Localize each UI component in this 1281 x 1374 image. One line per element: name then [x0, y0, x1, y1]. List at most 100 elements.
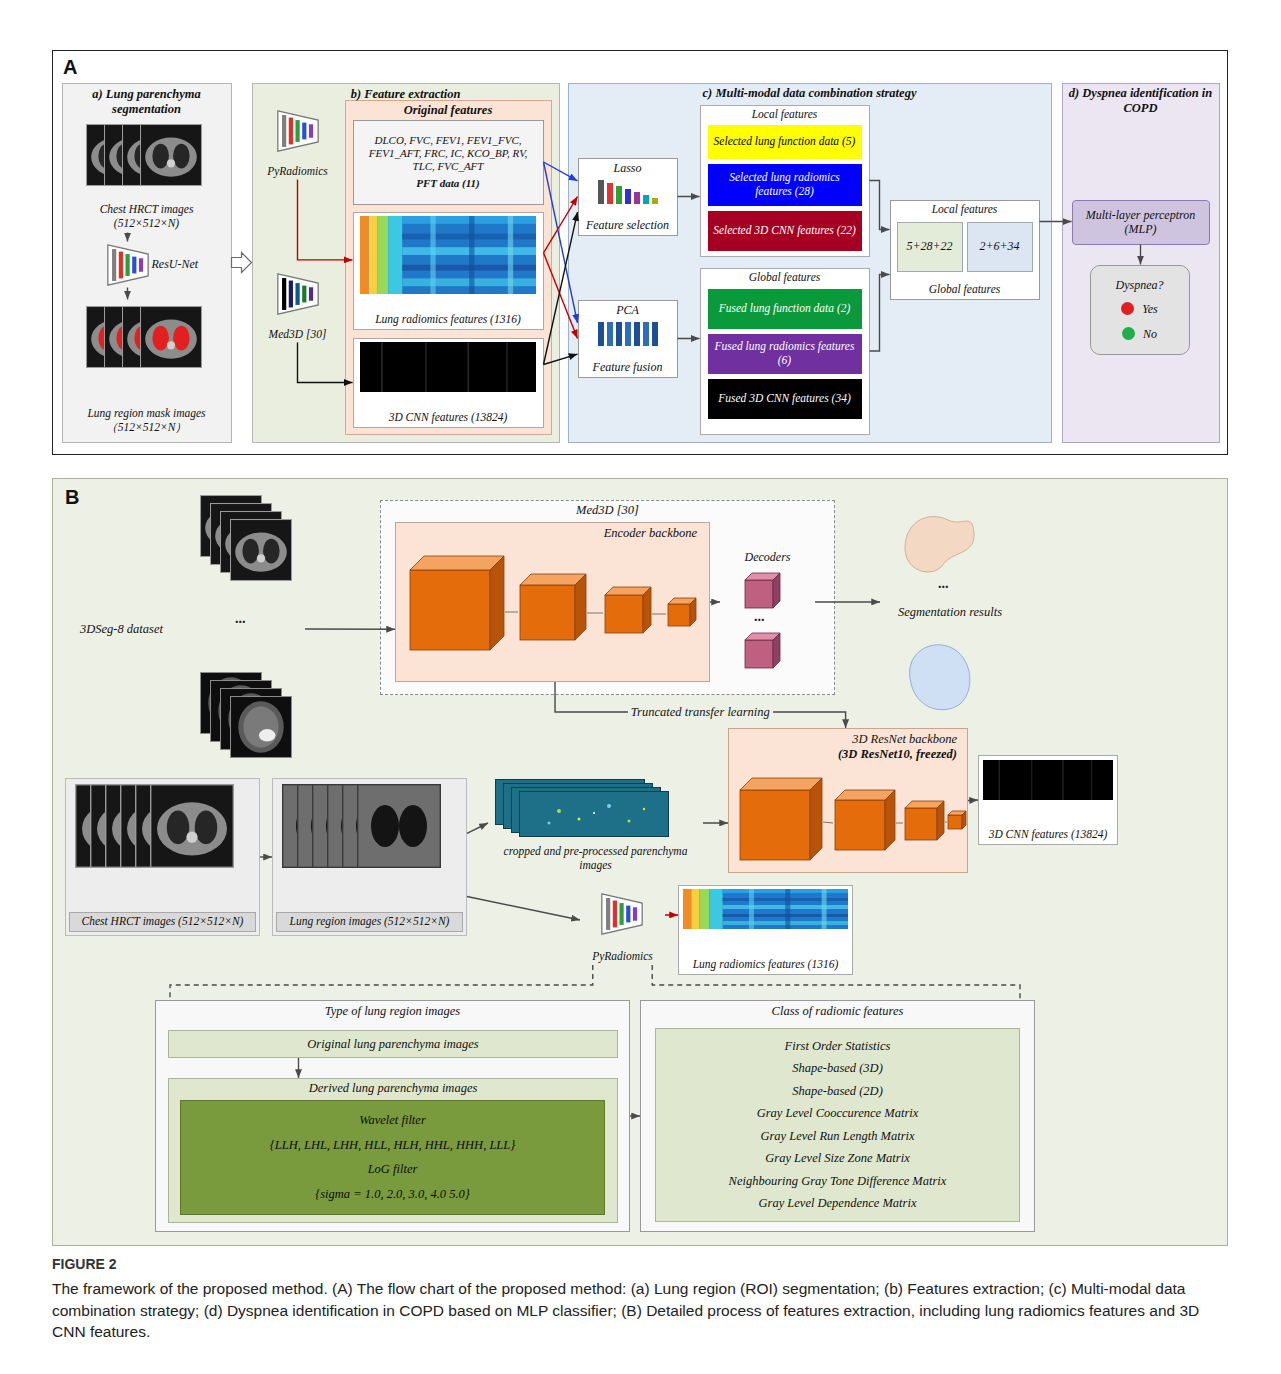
- node-text: Derived lung parenchyma images: [309, 1081, 478, 1096]
- classifier-box: Multi-layer perceptron (MLP): [1072, 200, 1210, 245]
- node-text: Lung radiomics features (1316): [693, 958, 839, 972]
- node-text: LoG filter: [368, 1162, 418, 1177]
- node-text: a) Lung parenchyma segmentation: [67, 87, 227, 117]
- node-text: 5+28+22: [906, 239, 952, 253]
- node-text: (3D ResNet10, freezed): [838, 747, 957, 762]
- ellipsis-label: ...: [754, 610, 765, 624]
- node-text: Chest HRCT images (512×512×N): [72, 203, 222, 231]
- node-text: Fused lung function data (2): [719, 302, 851, 316]
- group-box: Original featuresDLCO, FVC, FEV1, FEV1_F…: [345, 100, 552, 435]
- section-panel: d) Dyspnea identification in COPD Multi-l…: [1062, 83, 1220, 443]
- tool-icon: PyRadiomics: [258, 105, 338, 180]
- section-panel: a) Lung parenchyma segmentationChest HRC…: [62, 83, 232, 443]
- node-text: Gray Level Dependence Matrix: [759, 1196, 917, 1211]
- feature-map: Lung radiomics features (1316): [353, 212, 544, 330]
- node-text: Local features: [752, 108, 818, 122]
- node-text: 2+6+34: [979, 239, 1019, 253]
- feature-box: Selected lung function data (5): [708, 125, 862, 159]
- filter-box: Wavelet filter {LLH, LHL, LHH, HLL, HLH, …: [180, 1100, 605, 1215]
- node-text: Feature selection: [586, 218, 669, 232]
- feature-map: 3D CNN features (13824): [353, 338, 544, 428]
- node-text: Gray Level Cooccurence Matrix: [757, 1106, 919, 1121]
- node-text: B: [65, 485, 79, 509]
- group-box: Local featuresSelected lung function dat…: [700, 105, 870, 257]
- feature-box: Fused lung function data (2): [708, 289, 862, 329]
- node-text: Shape-based (2D): [792, 1084, 883, 1099]
- output-box: Dyspnea?YesNo: [1090, 265, 1190, 355]
- node-text: Med3D [30]: [269, 328, 327, 342]
- node-text: Chest HRCT images (512×512×N): [69, 912, 256, 932]
- node-text: Neighbouring Gray Tone Difference Matrix: [729, 1174, 947, 1189]
- node-text: Lung radiomics features (1316): [375, 313, 521, 327]
- decoder-group: Decoders: [720, 548, 815, 668]
- node-text: Original features: [404, 103, 493, 118]
- ellipsis-label: ...: [938, 577, 949, 591]
- edge-label: Truncated transfer learning: [628, 705, 773, 720]
- node-text: Global features: [749, 271, 820, 285]
- node-text: 3DSeg-8 dataset: [80, 622, 163, 637]
- tool-icon: Med3D [30]: [258, 268, 338, 343]
- node-text: PFT data (11): [416, 177, 480, 190]
- node-text: PyRadiomics: [592, 950, 653, 964]
- node-text: PCA: [616, 303, 639, 317]
- node-text: {LLH, LHL, LHH, HLL, HLH, HHL, HHH, LLL}: [270, 1138, 516, 1153]
- band: Derived lung parenchyma imagesWavelet fi…: [168, 1078, 618, 1223]
- network-icon: ResU-Net: [100, 242, 220, 288]
- method-box: LassoFeature selection: [578, 158, 678, 236]
- node-text: Fused 3D CNN features (34): [718, 392, 850, 406]
- node-text: Selected lung function data (5): [714, 135, 856, 149]
- feature-box: Selected lung radiomics features (28): [708, 164, 862, 206]
- node-text: Local features: [932, 203, 998, 217]
- node-text: d) Dyspnea identification in COPD: [1067, 86, 1215, 116]
- node-text: Gray Level Run Length Matrix: [760, 1129, 914, 1144]
- model-box: Med3D [30] Encoder backboneDecoders: [380, 500, 835, 695]
- dataset-group: 3DSeg-8 dataset: [70, 488, 305, 770]
- encoder-box: Encoder backbone: [395, 522, 710, 682]
- backbone-box: 3D ResNet backbone(3D ResNet10, freezed): [728, 728, 968, 873]
- image-stack: Chest HRCT images (512×512×N): [65, 778, 260, 936]
- concat-cell: 5+28+22: [897, 222, 963, 272]
- node-text: Lung region mask images（512×512×N）: [72, 407, 222, 435]
- node-text: Yes: [1121, 302, 1158, 316]
- panel-b: B 3DSeg-8 dataset Med3D [30] Encoder backbo…: [52, 478, 1228, 1246]
- image-stack: Lung region images (512×512×N): [272, 778, 467, 936]
- image-stack: Lung region mask images（512×512×N）: [70, 300, 224, 437]
- node-text: Fused lung radiomics features (6): [712, 340, 858, 368]
- data-box: DLCO, FVC, FEV1, FEV1_FVC, FEV1_AFT, FRC…: [353, 120, 544, 205]
- concat-cell: 2+6+34: [967, 222, 1033, 272]
- node-text: Selected 3D CNN features (22): [713, 224, 856, 238]
- image-stack: Chest HRCT images (512×512×N): [70, 118, 224, 233]
- node-text: No: [1122, 327, 1157, 341]
- node-text: Multi-layer perceptron (MLP): [1077, 208, 1205, 237]
- node-text: c) Multi-modal data combination strategy: [703, 86, 917, 101]
- node-text: {sigma = 1.0, 2.0, 3.0, 4.0 5.0}: [315, 1187, 470, 1202]
- group-box: Type of lung region imagesOriginal lung …: [155, 1000, 630, 1232]
- image-stack: cropped and pre-processed parenchyma ima…: [488, 775, 703, 875]
- node-text: Wavelet filter: [359, 1113, 426, 1128]
- node-text: Med3D [30]: [576, 503, 639, 518]
- section-panel: c) Multi-modal data combination strategy…: [568, 83, 1052, 443]
- node-text: Original lung parenchyma images: [307, 1037, 478, 1052]
- section-panel: b) Feature extractionPyRadiomicsMed3D [3…: [252, 83, 560, 443]
- node-text: Lung region images (512×512×N): [276, 912, 463, 932]
- panel-a: Aa) Lung parenchyma segmentationChest HR…: [52, 50, 1228, 455]
- node-text: Selected lung radiomics features (28): [712, 171, 858, 199]
- node-text: Type of lung region images: [325, 1004, 460, 1019]
- node-text: PyRadiomics: [267, 165, 328, 179]
- node-text: First Order Statistics: [785, 1039, 891, 1054]
- band: Original lung parenchyma images: [168, 1030, 618, 1058]
- node-text: Encoder backbone: [604, 526, 697, 541]
- node-text: Feature fusion: [593, 360, 663, 374]
- result-group: Segmentation results: [880, 505, 1020, 720]
- feature-map: Lung radiomics features (1316): [678, 885, 853, 975]
- feature-box: Fused lung radiomics features (6): [708, 334, 862, 374]
- feature-box: Fused 3D CNN features (34): [708, 379, 862, 419]
- node-text: ResU-Net: [152, 257, 199, 271]
- ellipsis-label: ...: [235, 612, 246, 626]
- concat-box: Local featuresGlobal features 5+28+22 2+6+…: [890, 200, 1040, 300]
- tool-icon: PyRadiomics: [580, 890, 665, 965]
- node-text: cropped and pre-processed parenchyma ima…: [490, 845, 701, 873]
- figure-caption: The framework of the proposed method. (A…: [52, 1278, 1228, 1343]
- figure-title: FIGURE 2: [52, 1256, 117, 1273]
- node-text: Global features: [929, 283, 1000, 297]
